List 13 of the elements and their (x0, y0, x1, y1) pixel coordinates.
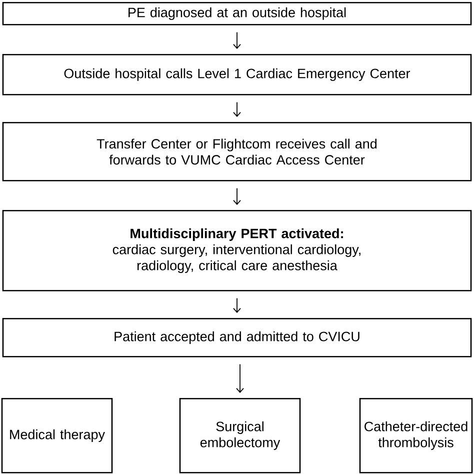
treatment-box: Surgical embolectomy (179, 398, 301, 474)
arrow (233, 298, 241, 313)
treatment-box: Medical therapy (1, 398, 113, 474)
arrow (233, 188, 241, 205)
process-box: Outside hospital calls Level 1 Cardiac Emergency Center (2, 54, 472, 96)
treatment-box: Catheter-directed thrombolysis (359, 398, 473, 474)
arrow (233, 102, 241, 117)
process-box: PE diagnosed at an outside hospital (2, 2, 472, 26)
process-box: Multidisciplinary PERT activated: cardiac surgery, interventional cardiology, radiology, critical care anesthesia (2, 210, 472, 292)
process-box: Patient accepted and admitted to CVICU (2, 318, 472, 358)
process-box: Transfer Center or Flightcom receives call and forwards to VUMC Cardiac Access Center (2, 122, 472, 182)
arrow (236, 364, 244, 393)
arrow (233, 32, 241, 49)
